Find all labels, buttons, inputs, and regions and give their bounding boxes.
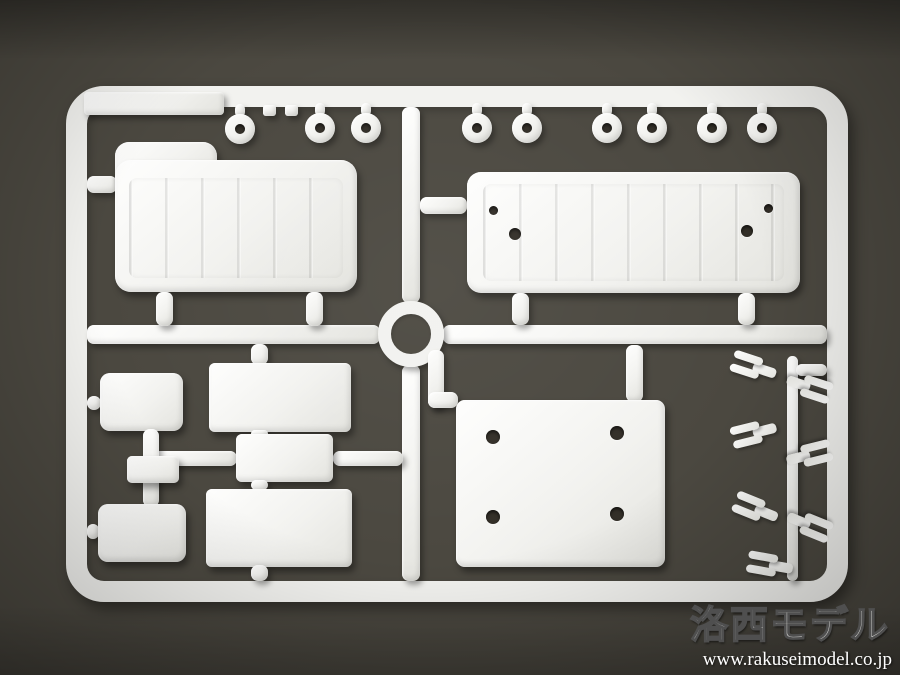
grommet-part: [225, 114, 255, 144]
runner-vertical-top: [402, 107, 420, 303]
ribs-right-panel: [483, 184, 784, 281]
frame-nub-2: [285, 105, 298, 116]
grommet-part: [592, 113, 622, 143]
subrunner-right: [333, 451, 403, 466]
base-plate-l-stub-horizontal: [428, 392, 458, 408]
plate-b-top-stub: [251, 344, 268, 365]
base-plate-hole: [610, 426, 624, 440]
plate-b: [209, 363, 351, 432]
runner-horizontal-left: [87, 325, 380, 344]
watermark-url: www.rakuseimodel.co.jp: [702, 649, 892, 670]
base-plate-hole: [610, 507, 624, 521]
grommet-part: [351, 113, 381, 143]
frame-nub-1: [263, 105, 276, 116]
grommet-hole: [315, 123, 325, 133]
grommet-part: [637, 113, 667, 143]
grommet-stem: [602, 103, 612, 116]
watermark-brand: 洛西モデル: [689, 602, 890, 648]
base-plate-hole: [486, 430, 500, 444]
grommet-hole: [472, 123, 482, 133]
grommet-part: [462, 113, 492, 143]
ribbed-panel-right: [467, 172, 800, 293]
grommet-stem: [757, 103, 767, 116]
base-plate-top-stem: [626, 345, 643, 402]
grommet-hole: [361, 123, 371, 133]
grommet-part: [305, 113, 335, 143]
ribbed-panel-left: [115, 160, 357, 292]
ribs-left-panel: [129, 178, 343, 278]
grommet-stem: [472, 103, 482, 116]
plate-a-frame-stub: [87, 396, 101, 410]
right-panel-bottom-stub-1: [512, 293, 529, 325]
left-panel-frame-stub: [87, 176, 117, 193]
grommet-stem: [315, 103, 325, 116]
plate-c: [236, 434, 333, 482]
grommet-hole: [602, 123, 612, 133]
plate-e: [98, 504, 186, 562]
panel-hole: [741, 225, 753, 237]
base-plate-hole: [486, 510, 500, 524]
plate-e-frame-stub: [87, 524, 99, 539]
fork-column-runner: [787, 356, 798, 581]
panel-hole: [509, 228, 521, 240]
left-panel-bottom-stub-2: [306, 292, 323, 326]
sprue-label-tag: [84, 92, 224, 115]
grommet-stem: [647, 103, 657, 116]
base-plate: [456, 400, 665, 567]
right-panel-bottom-stub-2: [738, 293, 755, 325]
grommet-hole: [647, 123, 657, 133]
plate-d-bottom-stub: [251, 565, 268, 581]
bracket-part: [127, 456, 179, 483]
left-panel-bottom-stub-1: [156, 292, 173, 326]
grommet-hole: [235, 124, 245, 134]
plate-d: [206, 489, 352, 567]
grommet-part: [512, 113, 542, 143]
right-panel-left-stub: [420, 197, 467, 214]
runner-vertical-bottom: [402, 365, 420, 581]
stub-c-to-d: [251, 480, 268, 490]
grommet-hole: [757, 123, 767, 133]
grommet-part: [697, 113, 727, 143]
grommet-stem: [361, 103, 371, 116]
grommet-hole: [522, 123, 532, 133]
grommet-part: [747, 113, 777, 143]
sprue-frame: [66, 86, 848, 602]
grommet-hole: [707, 123, 717, 133]
fork-column-frame-stub: [796, 364, 827, 376]
grommet-stem: [235, 104, 245, 117]
grommet-stem: [522, 103, 532, 116]
panel-hole: [489, 206, 498, 215]
plate-a: [100, 373, 183, 431]
panel-hole: [764, 204, 773, 213]
grommet-stem: [707, 103, 717, 116]
runner-horizontal-right: [443, 325, 827, 344]
